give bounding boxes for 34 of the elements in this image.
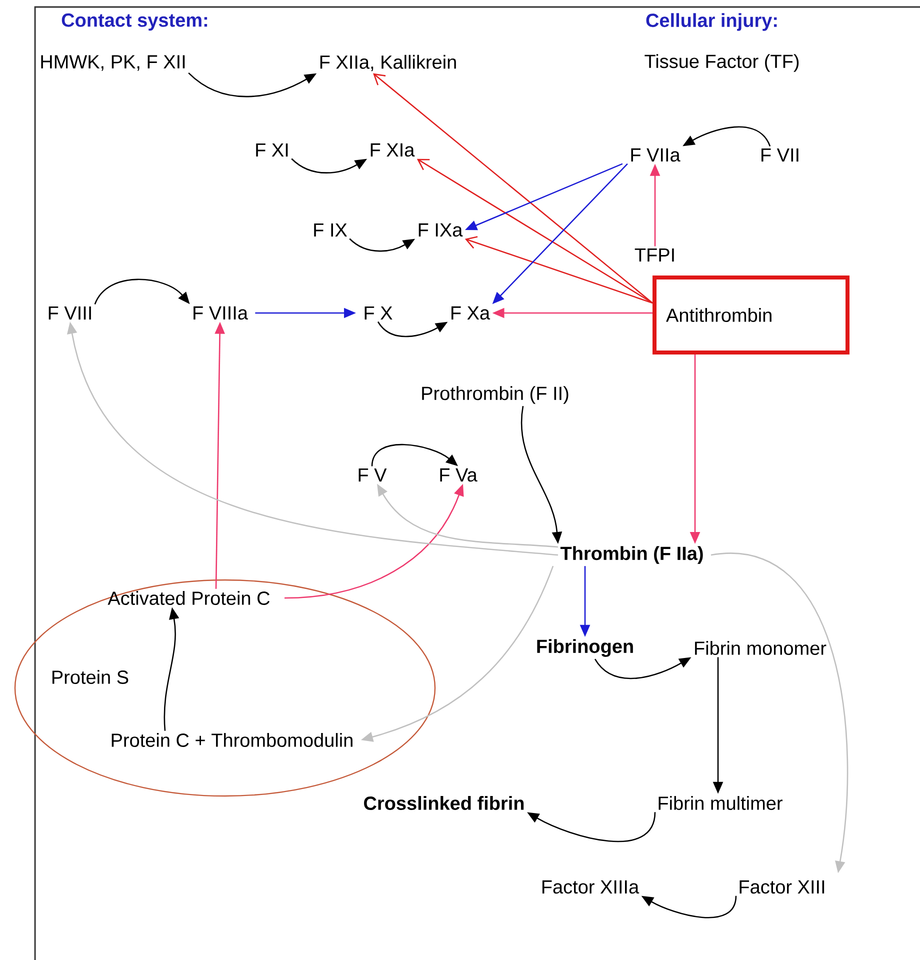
- factor-label: F X: [364, 306, 392, 320]
- highlight-box: Antithrombin: [652, 276, 850, 354]
- factor-label: F VIIIa: [194, 306, 248, 320]
- section-heading: Cellular injury:: [646, 13, 777, 31]
- factor-label: Factor XIII: [740, 880, 824, 894]
- arrow: [373, 73, 653, 304]
- factor-label: F Va: [440, 468, 478, 482]
- arrow: [416, 158, 653, 304]
- factor-label: Thrombin (F IIa): [560, 546, 703, 564]
- factor-label: F V: [358, 468, 387, 482]
- factor-label: Prothrombin (F II): [422, 386, 568, 404]
- factor-label: F IX: [314, 223, 347, 237]
- factor-label: F VIII: [48, 306, 91, 320]
- factor-label: F XIa: [370, 143, 415, 157]
- factor-label: Fibrin multimer: [658, 796, 782, 810]
- factor-label: Protein S: [52, 670, 128, 684]
- factor-label: Fibrinogen: [537, 639, 633, 657]
- factor-label: Protein C + Thrombomodulin: [112, 733, 352, 747]
- factor-label: F IXa: [418, 223, 463, 237]
- factor-label: Tissue Factor (TF): [644, 54, 799, 72]
- factor-label: Fibrin monomer: [695, 641, 826, 655]
- factor-label: Factor XIIIa: [542, 880, 640, 894]
- factor-label: Crosslinked fibrin: [364, 796, 524, 810]
- factor-label: HMWK, PK, F XII: [41, 55, 185, 71]
- arrow: [464, 236, 653, 304]
- factor-label: F Xa: [452, 306, 490, 320]
- factor-label: TFPI: [634, 248, 674, 262]
- ellipse-outline: [14, 579, 436, 797]
- section-heading: Contact system:: [62, 13, 208, 31]
- factor-label: F VIIa: [631, 148, 680, 162]
- factor-label: F XIIa, Kallikrein: [320, 54, 456, 72]
- factor-label: F VII: [762, 148, 798, 162]
- factor-label: F XI: [256, 143, 288, 157]
- factor-label: Activated Protein C: [108, 591, 270, 605]
